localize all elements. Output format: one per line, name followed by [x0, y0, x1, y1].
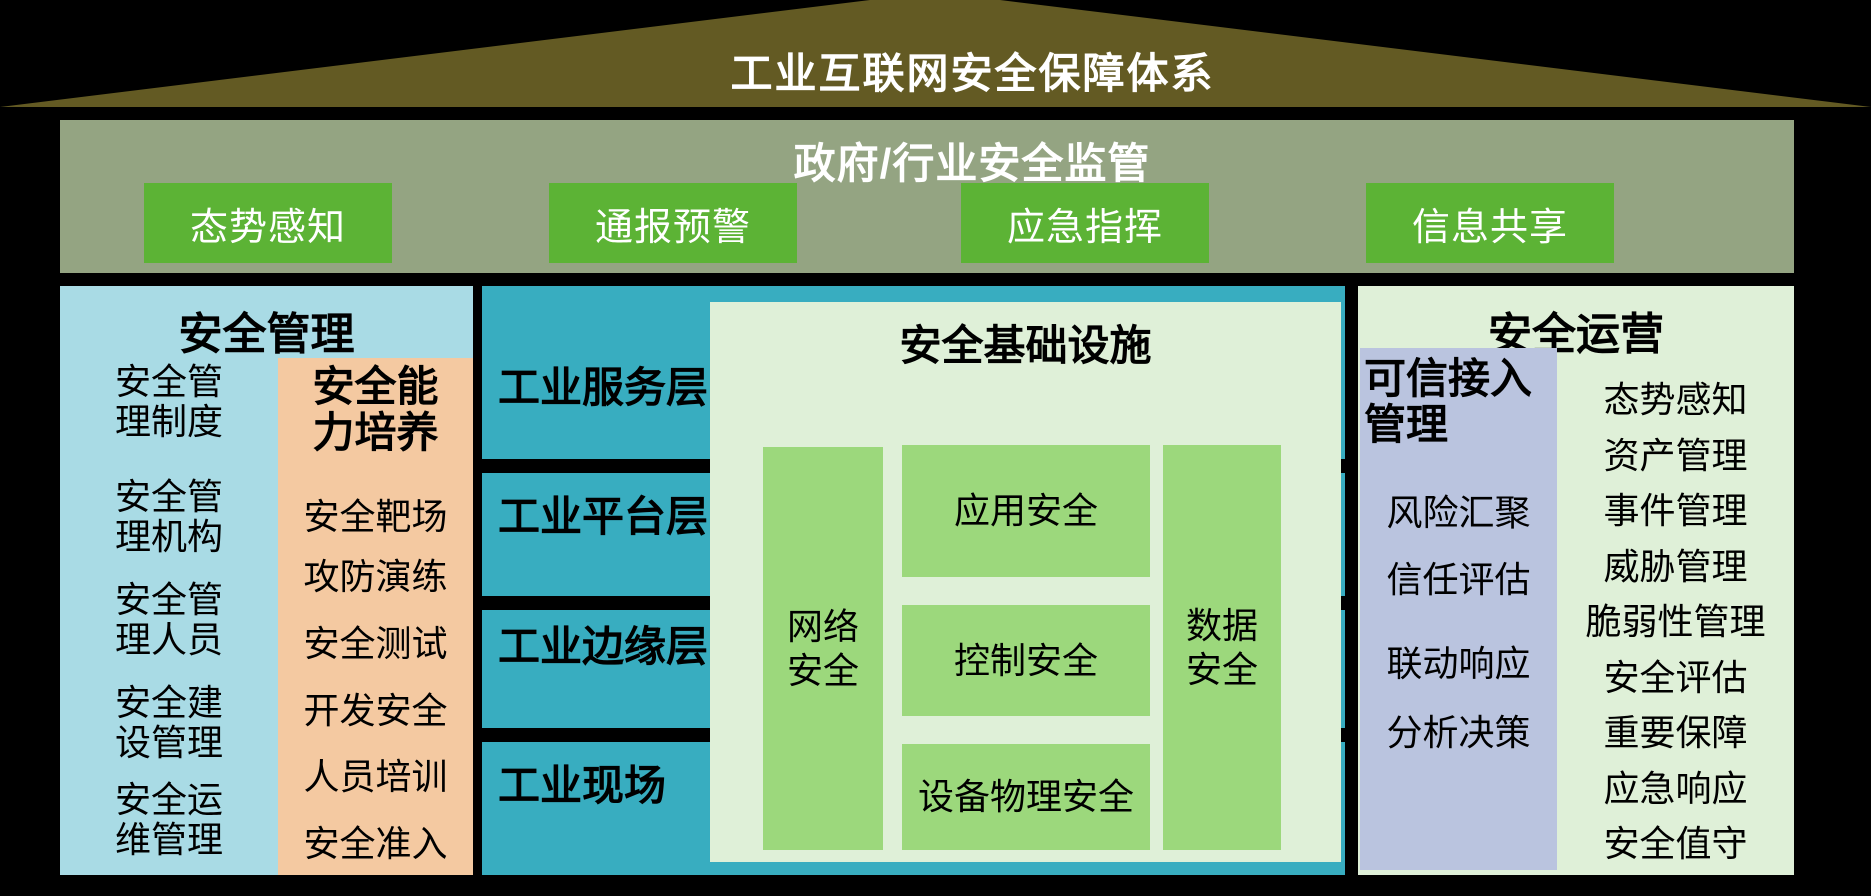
security-management-title: 安全管理	[178, 310, 355, 359]
management-item: 安全管理机构	[60, 477, 278, 557]
data-security-label: 数据安全	[1185, 604, 1258, 690]
layer-label-field: 工业现场	[498, 762, 667, 809]
capability-item: 安全准入	[303, 823, 448, 864]
capability-item: 人员培训	[303, 756, 448, 797]
layer-label-service: 工业服务层	[498, 364, 709, 411]
security-infrastructure-title: 安全基础设施	[899, 322, 1152, 369]
management-item-label: 安全建设管理	[114, 682, 223, 763]
network-security-label: 网络安全	[786, 605, 859, 691]
management-item: 安全建设管理	[60, 683, 278, 763]
operation-item: 态势感知	[1603, 379, 1748, 420]
operation-items-list: 态势感知 资产管理 事件管理 威胁管理 脆弱性管理 安全评估 重要保障 应急响应…	[1557, 371, 1794, 867]
device-physical-security-label: 设备物理安全	[917, 776, 1134, 817]
trusted-access-title: 可信接入管理	[1360, 348, 1557, 448]
layer-label-edge: 工业边缘层	[498, 623, 709, 670]
trusted-access-panel: 可信接入管理 风险汇聚 信任评估 联动响应 分析决策	[1360, 348, 1557, 870]
operation-item: 事件管理	[1603, 490, 1748, 531]
operation-item: 威胁管理	[1603, 545, 1748, 587]
regulation-item-information-sharing: 信息共享	[1366, 183, 1614, 263]
capability-item: 开发安全	[303, 690, 448, 731]
operation-item: 安全值守	[1603, 823, 1748, 864]
operation-item: 重要保障	[1603, 712, 1748, 753]
management-item: 安全运维管理	[60, 780, 278, 860]
management-item: 安全管理人员	[60, 580, 278, 660]
capability-item: 安全靶场	[303, 496, 448, 537]
trusted-access-item: 风险汇聚	[1386, 492, 1531, 533]
control-security-box: 控制安全	[902, 605, 1150, 716]
regulation-band: 政府/行业安全监管 态势感知 通报预警 应急指挥 信息共享	[60, 120, 1794, 273]
capability-item: 安全测试	[303, 623, 448, 664]
control-security-label: 控制安全	[953, 639, 1098, 681]
management-item: 安全管理制度	[60, 362, 278, 442]
device-physical-security-box: 设备物理安全	[902, 744, 1150, 850]
management-item-label: 安全管理制度	[114, 361, 223, 442]
capability-item: 攻防演练	[303, 556, 448, 597]
operation-item: 安全评估	[1603, 656, 1748, 698]
operation-item: 资产管理	[1603, 434, 1748, 476]
data-security-box: 数据安全	[1163, 445, 1281, 850]
management-item-label: 安全运维管理	[114, 779, 223, 860]
application-security-label: 应用安全	[953, 490, 1098, 531]
roof-shape: 工业互联网安全保障体系	[0, 0, 1871, 107]
security-management-module: 安全管理 安全管理制度 安全管理机构 安全管理人员 安全建设管理 安全运维管理 …	[60, 286, 473, 875]
security-operation-module: 安全运营 可信接入管理 风险汇聚 信任评估 联动响应 分析决策 态势感知 资产管…	[1358, 286, 1794, 875]
diagram-title: 工业互联网安全保障体系	[730, 50, 1215, 97]
industrial-layers-module: 工业服务层 工业平台层 工业边缘层 工业现场 安全基础设施 网络安全 应用安全 …	[482, 286, 1345, 875]
network-security-box: 网络安全	[763, 447, 883, 850]
capability-cultivation-title-text: 安全能力培养	[312, 363, 439, 456]
regulation-item-emergency-command: 应急指挥	[961, 183, 1209, 263]
trusted-access-title-text: 可信接入管理	[1364, 355, 1533, 448]
regulation-band-title: 政府/行业安全监管	[793, 140, 1151, 187]
capability-cultivation-panel: 安全能力培养 安全靶场 攻防演练 安全测试 开发安全 人员培训 安全准入	[278, 358, 473, 875]
trusted-access-item: 联动响应	[1386, 643, 1531, 684]
trusted-access-item: 分析决策	[1386, 712, 1531, 753]
management-item-label: 安全管理机构	[114, 476, 223, 557]
management-item-label: 安全管理人员	[114, 579, 223, 660]
application-security-box: 应用安全	[902, 445, 1150, 577]
trusted-access-item: 信任评估	[1386, 559, 1531, 600]
security-infrastructure-panel: 安全基础设施 网络安全 应用安全 控制安全 设备物理安全 数据安全	[710, 302, 1341, 862]
layer-label-platform: 工业平台层	[498, 493, 709, 540]
regulation-item-situation-awareness: 态势感知	[144, 183, 392, 263]
capability-cultivation-title: 安全能力培养	[278, 364, 473, 456]
operation-item: 脆弱性管理	[1585, 601, 1766, 642]
operation-item: 应急响应	[1603, 767, 1748, 809]
regulation-item-notification-warning: 通报预警	[549, 183, 797, 263]
